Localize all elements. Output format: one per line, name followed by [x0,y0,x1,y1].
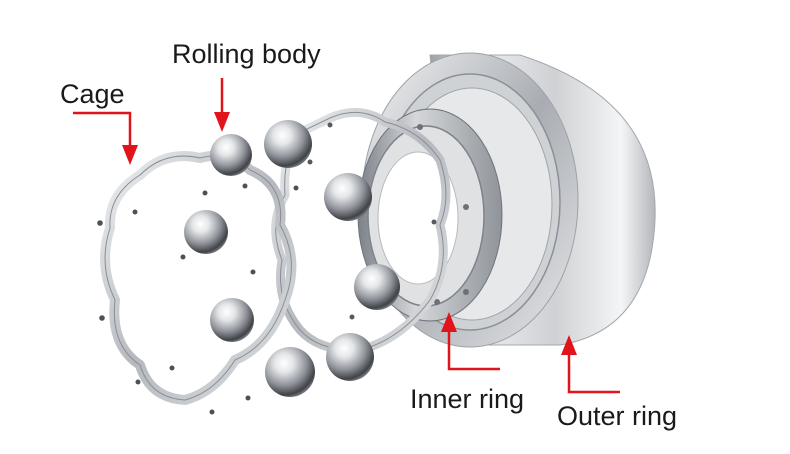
inner-ring-pointer [441,312,500,371]
cage-pointer [73,111,138,165]
cage-left-outline [100,150,297,405]
outer-ring-pointer [561,335,620,394]
ball [326,333,374,381]
ball [354,264,400,310]
ball [264,120,312,168]
ball [184,210,228,254]
inner-ring-bore [377,151,459,285]
outer-ring-label: Outer ring [557,401,677,431]
cage-label: Cage [60,79,125,109]
ball [324,173,372,221]
inner-ring-label: Inner ring [410,384,524,414]
annotations [73,78,620,394]
ball [265,347,315,397]
ball [210,298,254,342]
rolling-bodies [184,120,400,397]
rolling-body-pointer [214,78,230,132]
ball [210,134,252,176]
inner-ring [357,108,503,322]
rolling-body-label: Rolling body [172,39,321,69]
